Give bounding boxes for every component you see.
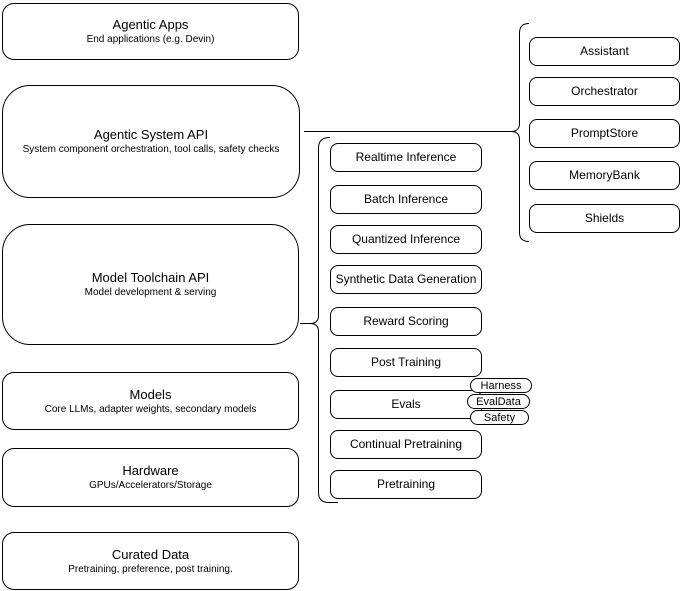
box-agentic-apps: Agentic Apps End applications (e.g. Devi… — [2, 3, 299, 60]
box-title: Hardware — [122, 463, 179, 478]
pill-label: EvalData — [476, 395, 521, 408]
box-title: Agentic System API — [93, 127, 209, 142]
box-label: Reward Scoring — [363, 314, 449, 328]
pill-label: Safety — [483, 411, 516, 424]
box-label: Evals — [391, 397, 421, 411]
box-models: Models Core LLMs, adapter weights, secon… — [2, 372, 299, 430]
box-subtitle: Model development & serving — [84, 287, 217, 298]
box-model-toolchain-api: Model Toolchain API Model development & … — [2, 224, 299, 345]
box-subtitle: End applications (e.g. Devin) — [86, 34, 215, 45]
box-label: Orchestrator — [571, 84, 638, 98]
box-synthetic-data-generation: Synthetic Data Generation — [330, 265, 482, 294]
box-curated-data: Curated Data Pretraining, preference, po… — [2, 532, 299, 590]
pill-safety: Safety — [470, 410, 529, 425]
box-label: Realtime Inference — [355, 150, 457, 164]
box-agentic-system-api: Agentic System API System component orch… — [2, 85, 300, 198]
box-label: PromptStore — [570, 126, 639, 140]
box-title: Agentic Apps — [112, 17, 189, 32]
box-title: Models — [129, 386, 172, 402]
box-label: MemoryBank — [569, 168, 640, 182]
box-label: Shields — [584, 211, 625, 225]
box-label: Post Training — [370, 355, 442, 369]
pill-harness: Harness — [470, 378, 532, 393]
box-assistant: Assistant — [529, 37, 680, 66]
box-realtime-inference: Realtime Inference — [330, 143, 482, 172]
box-label: Quantized Inference — [351, 232, 461, 246]
box-subtitle: Pretraining, preference, post training. — [68, 563, 233, 575]
box-label: Pretraining — [376, 477, 436, 491]
box-post-training: Post Training — [330, 348, 482, 377]
box-pretraining: Pretraining — [330, 470, 482, 499]
box-subtitle: Core LLMs, adapter weights, secondary mo… — [44, 403, 257, 415]
box-title: Model Toolchain API — [91, 270, 210, 285]
box-label: Assistant — [580, 44, 629, 58]
box-continual-pretraining: Continual Pretraining — [330, 430, 482, 459]
box-label: Synthetic Data Generation — [335, 272, 477, 286]
box-subtitle: System component orchestration, tool cal… — [22, 144, 280, 155]
pill-evaldata: EvalData — [467, 394, 530, 409]
box-promptstore: PromptStore — [529, 119, 680, 148]
box-hardware: Hardware GPUs/Accelerators/Storage — [2, 448, 299, 507]
box-orchestrator: Orchestrator — [529, 77, 680, 106]
pill-label: Harness — [480, 379, 522, 392]
box-reward-scoring: Reward Scoring — [330, 307, 482, 336]
brace-system-components — [510, 23, 530, 242]
box-batch-inference: Batch Inference — [330, 185, 482, 214]
box-quantized-inference: Quantized Inference — [330, 225, 482, 254]
box-subtitle: GPUs/Accelerators/Storage — [89, 480, 212, 491]
box-label: Batch Inference — [363, 192, 449, 206]
box-label: Continual Pretraining — [349, 437, 463, 451]
box-memorybank: MemoryBank — [529, 161, 680, 190]
box-evals: Evals — [330, 390, 482, 419]
box-title: Curated Data — [111, 546, 190, 562]
box-shields: Shields — [529, 204, 680, 233]
